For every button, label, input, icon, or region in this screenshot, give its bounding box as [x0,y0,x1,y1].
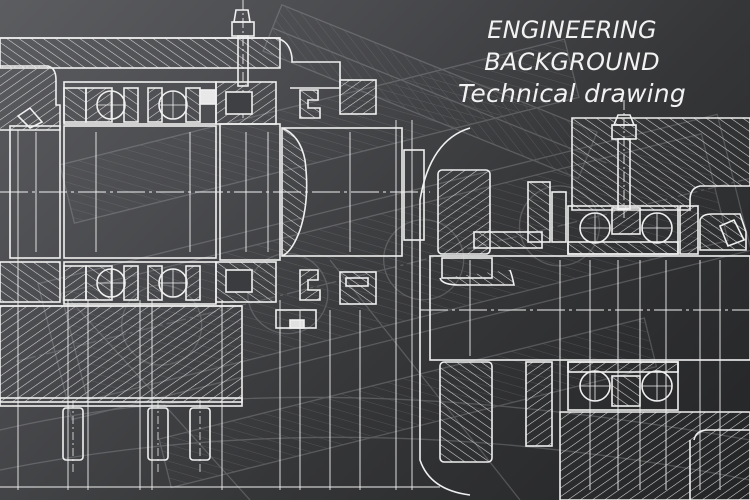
title-line-technical-drawing: Technical drawing [458,79,686,108]
right-assembly [419,100,750,500]
title-block: ENGINEERING BACKGROUND Technical drawing [452,14,692,110]
title-line-background: BACKGROUND [484,48,660,76]
left-assembly [0,0,440,490]
title-line-engineering: ENGINEERING [487,16,657,44]
